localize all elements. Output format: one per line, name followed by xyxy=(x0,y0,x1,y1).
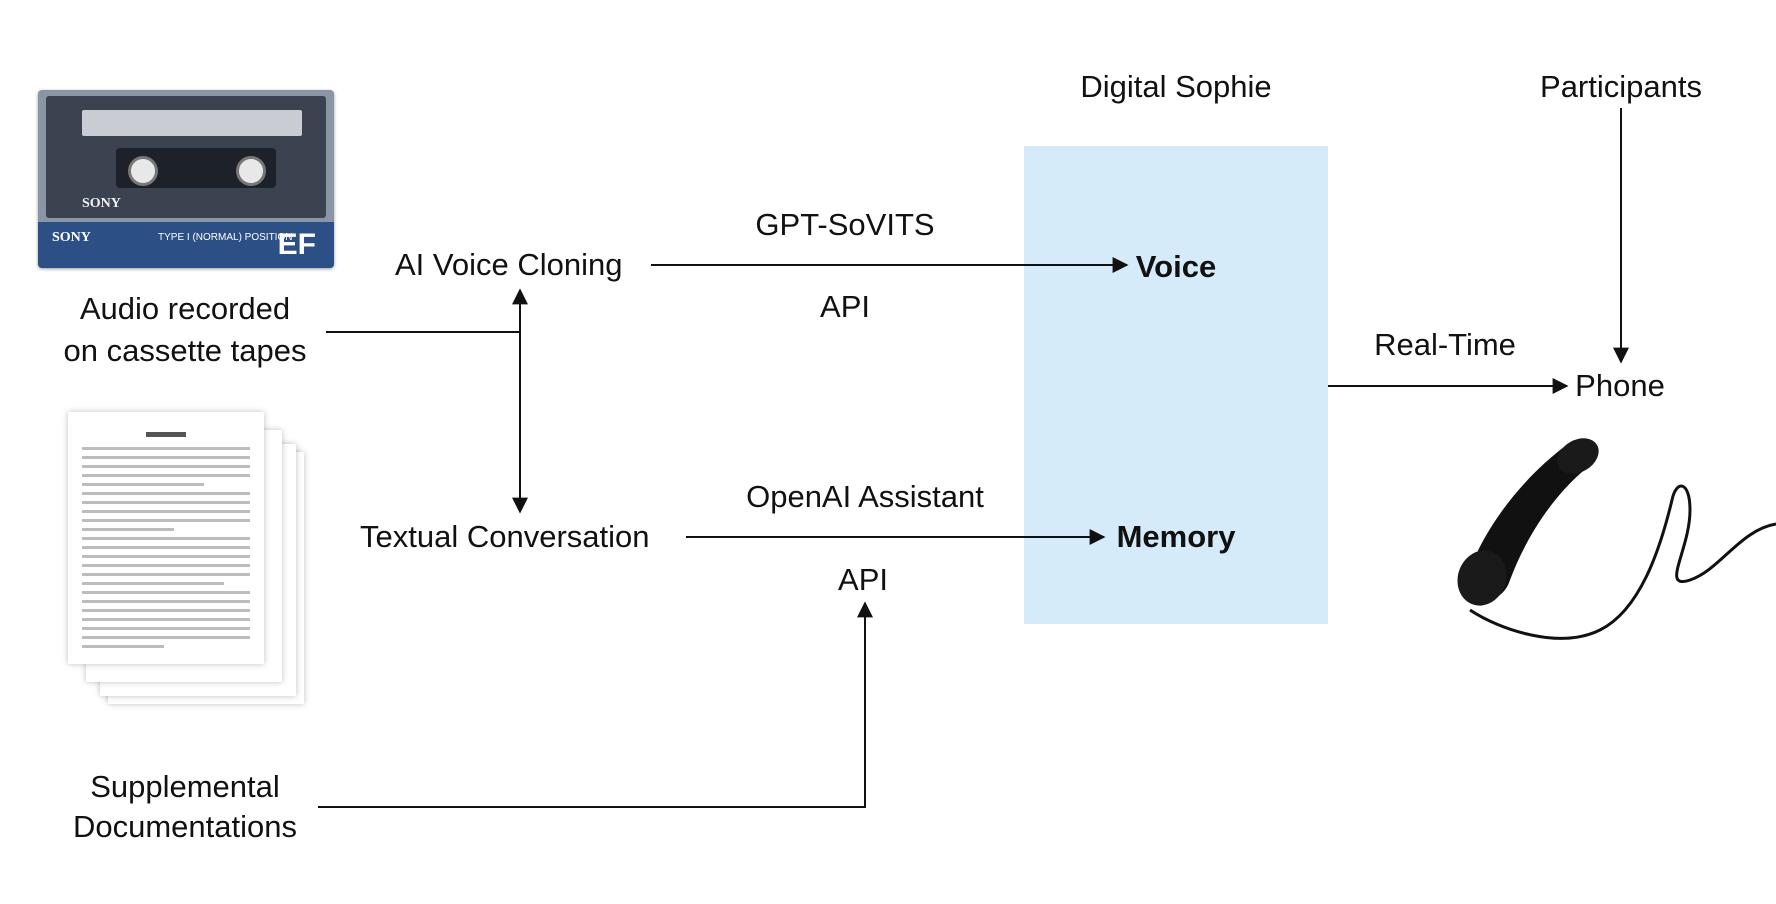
digital-sophie-title: Digital Sophie xyxy=(1080,69,1272,104)
edge-supplemental-to-api xyxy=(318,601,873,808)
textual-conversation-label: Textual Conversation xyxy=(360,519,650,554)
memory-node-label: Memory xyxy=(1116,519,1236,554)
api-bottom-label: API xyxy=(838,562,888,597)
voice-cloning-label: AI Voice Cloning xyxy=(395,247,623,282)
audio-source-label: Audio recorded on cassette tapes xyxy=(40,290,330,370)
digital-sophie-panel xyxy=(1024,146,1328,624)
cassette-tape-icon: SONY SONY TYPE I (NORMAL) POSITION EF xyxy=(38,90,334,268)
supplemental-line2: Documentations xyxy=(72,809,297,844)
api-top-label: API xyxy=(820,289,870,324)
openai-assistant-label: OpenAI Assistant xyxy=(746,479,984,514)
gpt-sovits-label: GPT-SoVITS xyxy=(755,207,935,242)
supplemental-line1: Supplemental xyxy=(90,769,280,804)
voice-node-label: Voice xyxy=(1135,249,1217,284)
audio-source-line2: on cassette tapes xyxy=(63,333,307,368)
real-time-label: Real-Time xyxy=(1374,327,1516,362)
phone-label: Phone xyxy=(1575,368,1665,403)
audio-source-line1: Audio recorded xyxy=(79,291,291,326)
participants-label: Participants xyxy=(1540,69,1702,104)
telephone-handset-icon xyxy=(1457,438,1776,640)
supplemental-source-label: Supplemental Documentations xyxy=(40,768,330,846)
